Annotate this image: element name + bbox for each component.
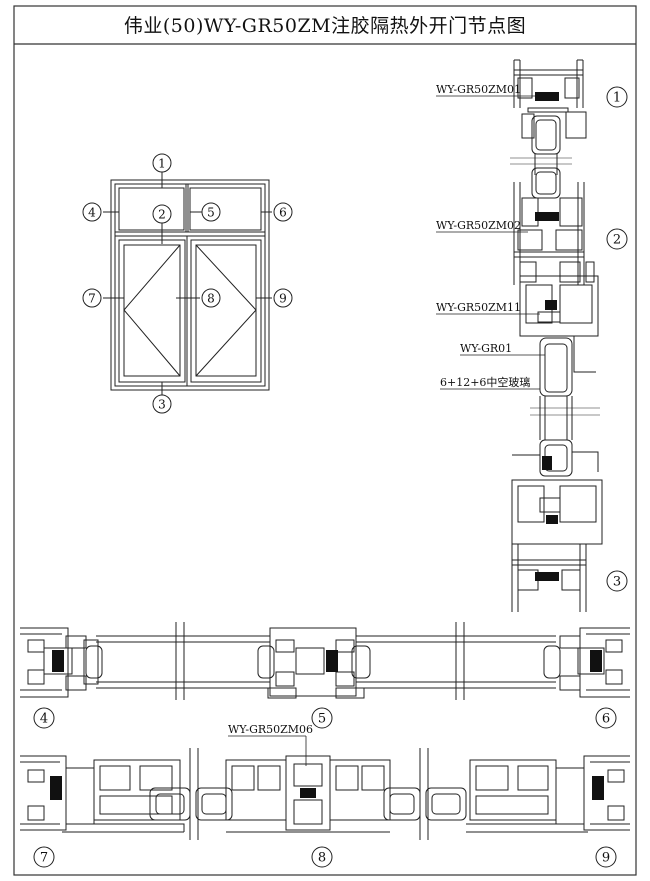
elevation-callout-7: 7: [82, 288, 102, 308]
elevation-callout-8: 8: [201, 288, 221, 308]
svg-text:2: 2: [158, 207, 166, 221]
svg-text:1: 1: [613, 91, 621, 106]
section-callout-5: 5: [311, 707, 333, 729]
section-callout-9: 9: [595, 846, 617, 868]
section-callout-7: 7: [33, 846, 55, 868]
svg-text:3: 3: [158, 397, 166, 411]
sheet-border: [13, 5, 637, 876]
part-labels: WY-GR50ZM01 WY-GR50ZM02 WY-GR50ZM11 WY-G…: [436, 83, 530, 389]
svg-text:7: 7: [88, 291, 96, 305]
section-callout-4: 4: [33, 707, 55, 729]
door-elevation: [103, 172, 272, 396]
svg-text:6: 6: [279, 205, 287, 219]
svg-text:6: 6: [602, 712, 610, 727]
section-callout-6: 6: [595, 707, 617, 729]
elevation-callout-9: 9: [273, 288, 293, 308]
svg-text:4: 4: [40, 712, 48, 727]
elevation-callout-5: 5: [201, 202, 221, 222]
svg-text:1: 1: [158, 156, 166, 170]
part-label-sash: WY-GR50ZM11: [436, 301, 521, 314]
svg-text:9: 9: [602, 851, 610, 866]
insulation-strips-vertical: [535, 92, 559, 581]
svg-text:5: 5: [207, 205, 215, 219]
svg-text:3: 3: [613, 575, 621, 590]
vertical-section: [510, 59, 603, 612]
part-label-glass: 6+12+6中空玻璃: [440, 375, 530, 389]
part-leaders: [436, 95, 545, 390]
svg-text:7: 7: [40, 851, 48, 866]
elevation-callout-4: 4: [82, 202, 102, 222]
svg-text:8: 8: [318, 851, 326, 866]
part-label-frame-1: WY-GR50ZM01: [436, 83, 521, 96]
elevation-callout-2: 2: [152, 204, 172, 224]
section-callouts: 1 2 3 4 5 6 7 8 9: [33, 86, 628, 868]
elevation-callout-1: 1: [152, 153, 172, 173]
svg-text:5: 5: [318, 712, 326, 727]
horizontal-section-door: [20, 735, 630, 840]
svg-text:8: 8: [207, 291, 215, 305]
section-callout-8: 8: [311, 846, 333, 868]
drawing-title: 伟业(50)WY-GR50ZM注胶隔热外开门节点图: [123, 14, 527, 37]
svg-text:2: 2: [613, 233, 621, 248]
insulation-strips-horizontal-1: [52, 650, 602, 672]
part-label-mullion-2: WY-GR50ZM02: [436, 219, 521, 232]
elevation-callout-6: 6: [273, 202, 293, 222]
section-callout-3: 3: [606, 570, 628, 592]
elevation-callouts: 1 2 3 4 5 6 7 8 9: [82, 153, 293, 414]
insulation-strips-horizontal-2: [50, 776, 604, 800]
horizontal-section-transom: [20, 622, 630, 700]
svg-text:9: 9: [279, 291, 287, 305]
part-label-middle-8: WY-GR50ZM06: [228, 723, 313, 736]
svg-text:4: 4: [88, 205, 96, 219]
elevation-callout-3: 3: [152, 394, 172, 414]
section-callout-1: 1: [606, 86, 628, 108]
section-callout-2: 2: [606, 228, 628, 250]
part-label-bead: WY-GR01: [460, 342, 512, 355]
